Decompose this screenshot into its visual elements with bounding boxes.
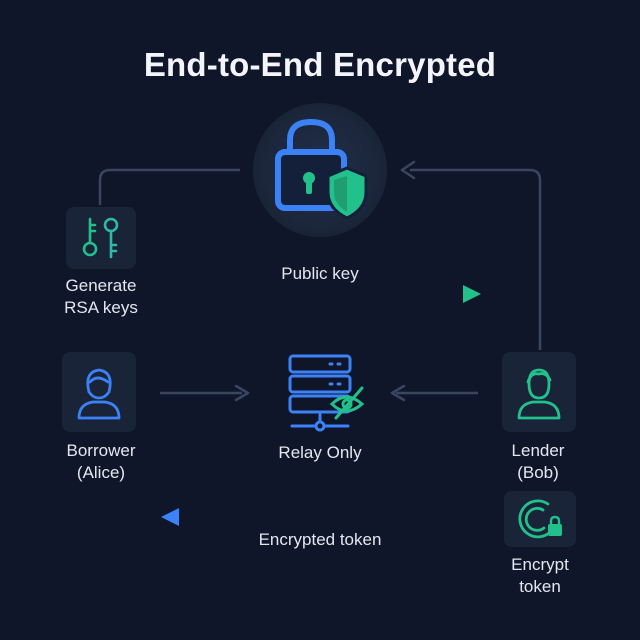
public-key-arrowhead (463, 285, 481, 303)
padlock-shield-icon (275, 118, 368, 220)
encrypt-token-label: Encrypt token (511, 555, 569, 596)
borrower-label: Borrower (Alice) (66, 441, 136, 482)
page-title: End-to-End Encrypted (143, 46, 497, 83)
generate-keys-label: Generate RSA keys (64, 276, 138, 317)
male-user-icon (517, 368, 561, 420)
lender-to-relay-arrowhead (390, 384, 406, 402)
borrower-tile (62, 352, 136, 432)
key-pair-icon (82, 217, 119, 259)
server-no-view-icon (288, 354, 352, 432)
lender-tile (502, 352, 576, 432)
female-user-icon (77, 368, 121, 420)
arrowhead-into-lock (400, 160, 416, 180)
encrypt-token-tile (504, 491, 576, 547)
borrower-to-relay-arrowhead (234, 384, 250, 402)
eye-slash-icon (329, 386, 365, 420)
connector-lender-to-lock (410, 168, 542, 350)
circle-lock-icon (518, 499, 562, 539)
encrypted-token-label: Encrypted token (258, 530, 382, 549)
generate-keys-tile (66, 207, 136, 269)
connector-keys-to-lock (98, 168, 240, 205)
encrypted-token-arrowhead (161, 508, 179, 526)
relay-label: Relay Only (278, 443, 362, 462)
public-key-label: Public key (281, 264, 359, 283)
lender-label: Lender (Bob) (511, 441, 565, 482)
